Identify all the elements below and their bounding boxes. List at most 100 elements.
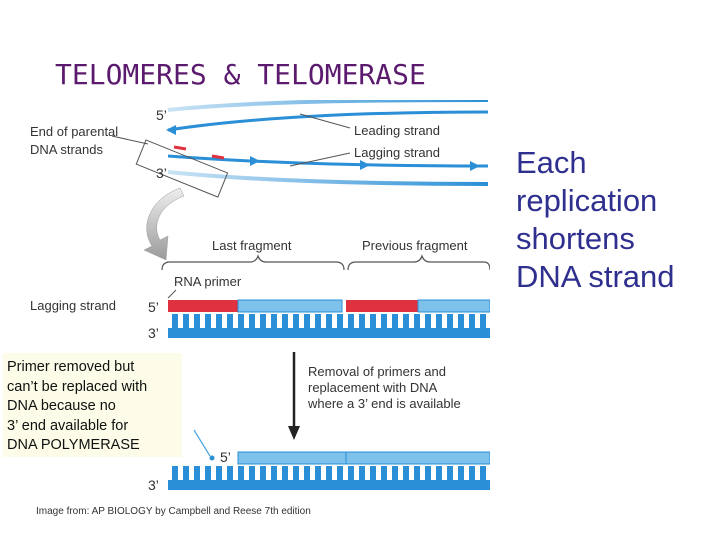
base-pair	[381, 314, 387, 328]
base-pair	[480, 314, 486, 328]
base-pair	[194, 466, 200, 480]
base-pair	[183, 314, 189, 328]
base-pair	[469, 466, 475, 480]
base-pair	[447, 314, 453, 328]
label-5-prime: 5’	[220, 449, 231, 465]
label-lagging-strand-mid: Lagging strand	[30, 298, 116, 313]
base-pair	[194, 314, 200, 328]
label-rna-primer: RNA primer	[174, 274, 242, 289]
side-note-line: DNA strand	[516, 259, 675, 294]
template-strand	[168, 328, 490, 338]
zoom-box	[135, 139, 229, 198]
label-end-of-parental: DNA strands	[30, 142, 103, 157]
zoom-arrow	[143, 187, 185, 261]
base-pair	[249, 314, 255, 328]
lagging-arrowhead	[470, 161, 480, 171]
label-removal: Removal of primers and	[308, 364, 446, 379]
base-pair	[403, 466, 409, 480]
base-pair	[326, 466, 332, 480]
base-pair	[480, 466, 486, 480]
slide-title: TELOMERES & TELOMERASE	[55, 58, 426, 91]
label-leading-strand: Leading strand	[354, 123, 440, 138]
lagging-strand-line	[167, 154, 489, 168]
label-removal: where a 3’ end is available	[307, 396, 461, 411]
base-pair	[469, 314, 475, 328]
leading-arrowhead	[166, 125, 176, 135]
dna-fragment-segment	[417, 299, 490, 313]
dna-fragment-segment	[237, 451, 347, 465]
rna-primer-segment	[168, 300, 238, 312]
base-pair	[315, 466, 321, 480]
bracket-previous-fragment	[347, 254, 490, 271]
base-pair	[392, 466, 398, 480]
lagging-arrowhead	[360, 160, 370, 170]
base-pair	[414, 314, 420, 328]
callout-line: Primer removed but	[7, 359, 135, 375]
image-credit: Image from: AP BIOLOGY by Campbell and R…	[36, 506, 311, 517]
lagging-arrowhead	[250, 156, 260, 166]
label-removal: replacement with DNA	[308, 380, 438, 395]
base-pair	[348, 314, 354, 328]
label-lagging-strand: Lagging strand	[354, 145, 440, 160]
label-last-fragment: Last fragment	[212, 238, 292, 253]
label-3-prime: 3’	[156, 165, 167, 181]
callout-pointer	[193, 429, 211, 457]
base-pair	[458, 466, 464, 480]
dna-fragment-segment	[345, 451, 490, 465]
label-3-prime: 3’	[148, 477, 159, 493]
leader-line	[167, 289, 177, 299]
bracket-last-fragment	[161, 254, 345, 271]
base-pair	[414, 466, 420, 480]
side-note-line: Each	[516, 145, 587, 180]
bottom-dna-duplex	[168, 451, 490, 490]
base-pair	[205, 466, 211, 480]
replication-fork	[111, 100, 489, 198]
base-pair	[172, 314, 178, 328]
base-pair	[249, 466, 255, 480]
side-note-line: shortens	[516, 221, 635, 256]
base-pair	[403, 314, 409, 328]
base-pair	[183, 466, 189, 480]
base-pair	[271, 466, 277, 480]
callout-line: DNA because no	[7, 398, 116, 414]
base-pair	[392, 314, 398, 328]
label-end-of-parental: End of parental	[30, 124, 118, 139]
base-pair	[447, 466, 453, 480]
base-pair	[326, 314, 332, 328]
base-pair	[359, 466, 365, 480]
base-pair	[370, 314, 376, 328]
leader-line	[289, 152, 351, 167]
rna-primer-segment	[346, 300, 418, 312]
parental-strand-bottom	[167, 170, 489, 186]
parental-strand-top	[167, 100, 489, 112]
base-pair	[172, 466, 178, 480]
base-pair	[304, 314, 310, 328]
leader-line	[299, 113, 351, 129]
base-pair	[260, 466, 266, 480]
base-pair	[425, 314, 431, 328]
callout-line: 3’ end available for	[7, 417, 129, 434]
callout-line: DNA POLYMERASE	[7, 437, 140, 453]
base-pair	[315, 314, 321, 328]
base-pair	[238, 314, 244, 328]
base-pair	[337, 314, 343, 328]
base-pair	[271, 314, 277, 328]
base-pair	[337, 466, 343, 480]
side-note-line: replication	[516, 183, 658, 218]
label-5-prime: 5’	[156, 107, 167, 123]
base-pair	[260, 314, 266, 328]
base-pair	[205, 314, 211, 328]
base-pair	[359, 314, 365, 328]
base-pair	[436, 466, 442, 480]
primer-mark	[211, 154, 225, 160]
base-pair	[216, 466, 222, 480]
base-pair	[293, 466, 299, 480]
label-previous-fragment: Previous fragment	[362, 238, 468, 253]
base-pair	[436, 314, 442, 328]
dna-fragment-segment	[237, 299, 343, 313]
template-strand	[168, 480, 490, 490]
primer-mark	[173, 145, 187, 151]
side-note: Each replication shortens DNA strand	[516, 144, 716, 296]
callout-box: Primer removed but can’t be replaced wit…	[3, 353, 182, 457]
base-pair	[381, 466, 387, 480]
